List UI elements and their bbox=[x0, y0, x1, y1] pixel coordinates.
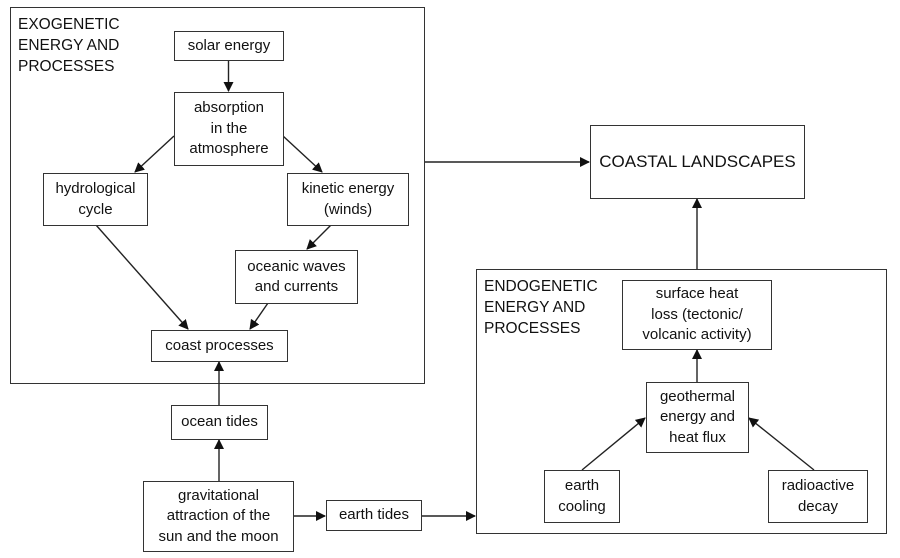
node-geothermal-energy: geothermal energy and heat flux bbox=[646, 382, 749, 453]
node-hydrological-cycle: hydrological cycle bbox=[43, 173, 148, 226]
node-coast-processes: coast processes bbox=[151, 330, 288, 362]
node-oceanic-waves-and-currents: oceanic waves and currents bbox=[235, 250, 358, 304]
node-gravitational-attraction: gravitational attraction of the sun and … bbox=[143, 481, 294, 552]
node-absorption-in-atmosphere: absorption in the atmosphere bbox=[174, 92, 284, 166]
node-solar-energy: solar energy bbox=[174, 31, 284, 61]
endogenetic-region: ENDOGENETIC ENERGY AND PROCESSES bbox=[476, 269, 887, 534]
node-ocean-tides: ocean tides bbox=[171, 405, 268, 440]
node-earth-tides: earth tides bbox=[326, 500, 422, 531]
node-surface-heat-loss: surface heat loss (tectonic/ volcanic ac… bbox=[622, 280, 772, 350]
node-earth-cooling: earth cooling bbox=[544, 470, 620, 523]
endogenetic-region-label: ENDOGENETIC ENERGY AND PROCESSES bbox=[484, 278, 598, 337]
exogenetic-region-label: EXOGENETIC ENERGY AND PROCESSES bbox=[18, 16, 120, 75]
node-coastal-landscapes: COASTAL LANDSCAPES bbox=[590, 125, 805, 199]
exogenetic-region: EXOGENETIC ENERGY AND PROCESSES bbox=[10, 7, 425, 384]
node-radioactive-decay: radioactive decay bbox=[768, 470, 868, 523]
node-kinetic-energy: kinetic energy (winds) bbox=[287, 173, 409, 226]
